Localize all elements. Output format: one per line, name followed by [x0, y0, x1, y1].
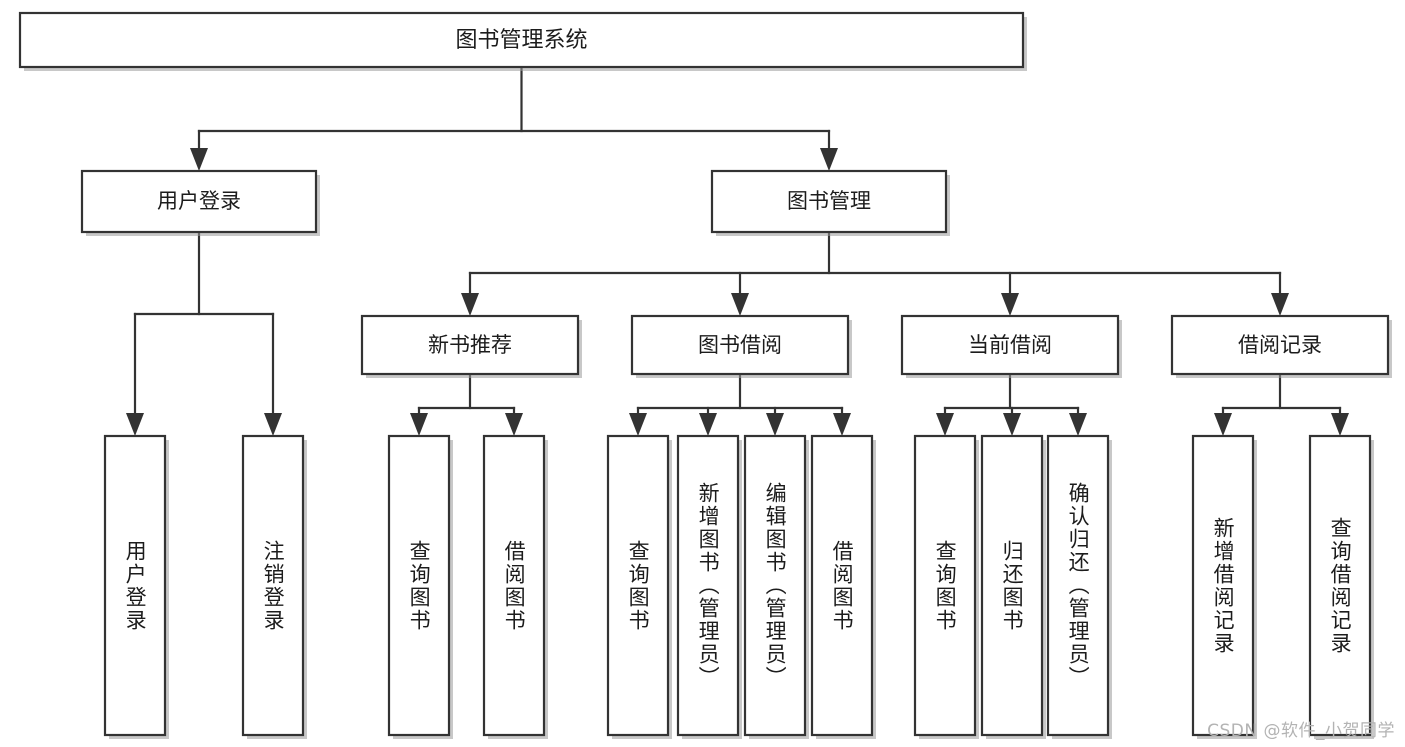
arrow-head-newbook-leaf-1 [410, 413, 428, 436]
leaf-borrowrecord-add[interactable] [1191, 434, 1255, 737]
arrow-head-user-login [190, 148, 208, 171]
node-book-borrow[interactable] [630, 314, 850, 376]
arrow-head-book-manage [820, 148, 838, 171]
arrow-head-bookborrow-leaf-2 [699, 413, 717, 436]
node-book-manage-label: 图书管理 [787, 189, 871, 213]
node-new-book-recommend[interactable] [360, 314, 580, 376]
arrow-head-borrow-record [1271, 293, 1289, 316]
arrow-head-currentborrow-leaf-2 [1003, 413, 1021, 436]
arrow-head-currentborrow-leaf-3 [1069, 413, 1087, 436]
node-current-borrow-label: 当前借阅 [968, 333, 1052, 357]
node-borrow-record[interactable] [1170, 314, 1390, 376]
arrow-head-new-book [461, 293, 479, 316]
leaf-currentborrow-return[interactable] [980, 434, 1044, 737]
node-layer: 图书管理系统 用户登录 图书管理 新书推荐 图书借阅 当前借阅 借阅记录 [18, 11, 1392, 739]
leaf-logout[interactable] [241, 434, 305, 737]
node-user-login-label: 用户登录 [157, 189, 241, 213]
leaf-bookborrow-borrow[interactable] [810, 434, 874, 737]
leaf-bookborrow-add[interactable] [676, 434, 740, 737]
arrow-head-borrowrecord-leaf-1 [1214, 413, 1232, 436]
arrow-head-bookborrow-leaf-4 [833, 413, 851, 436]
node-root-label: 图书管理系统 [455, 28, 587, 53]
leaf-borrowrecord-query[interactable] [1308, 434, 1372, 737]
leaf-user-login[interactable] [103, 434, 167, 737]
node-current-borrow[interactable] [900, 314, 1120, 376]
leaf-currentborrow-query[interactable] [913, 434, 977, 737]
leaf-currentborrow-confirm[interactable] [1046, 434, 1110, 737]
node-new-book-recommend-label: 新书推荐 [428, 333, 512, 357]
arrow-head-book-borrow [731, 293, 749, 316]
arrow-head-currentborrow-leaf-1 [936, 413, 954, 436]
arrow-head-bookborrow-leaf-1 [629, 413, 647, 436]
leaf-bookborrow-edit[interactable] [743, 434, 807, 737]
node-borrow-record-label: 借阅记录 [1238, 333, 1322, 357]
node-book-manage[interactable] [710, 169, 948, 234]
arrow-head-current-borrow [1001, 293, 1019, 316]
node-user-login[interactable] [80, 169, 318, 234]
node-root[interactable] [18, 11, 1025, 69]
arrow-head-newbook-leaf-2 [505, 413, 523, 436]
csdn-watermark: CSDN @软件_小贺同学 [1207, 721, 1395, 741]
connector-layer [126, 65, 1349, 436]
arrow-head-borrowrecord-leaf-2 [1331, 413, 1349, 436]
leaf-bookborrow-query[interactable] [606, 434, 670, 737]
leaf-newbook-borrow[interactable] [482, 434, 546, 737]
arrow-head-leaf-user-login [126, 413, 144, 436]
node-book-borrow-label: 图书借阅 [698, 333, 782, 357]
arrow-head-leaf-logout [264, 413, 282, 436]
leaf-newbook-query[interactable] [387, 434, 451, 737]
arrow-head-bookborrow-leaf-3 [766, 413, 784, 436]
